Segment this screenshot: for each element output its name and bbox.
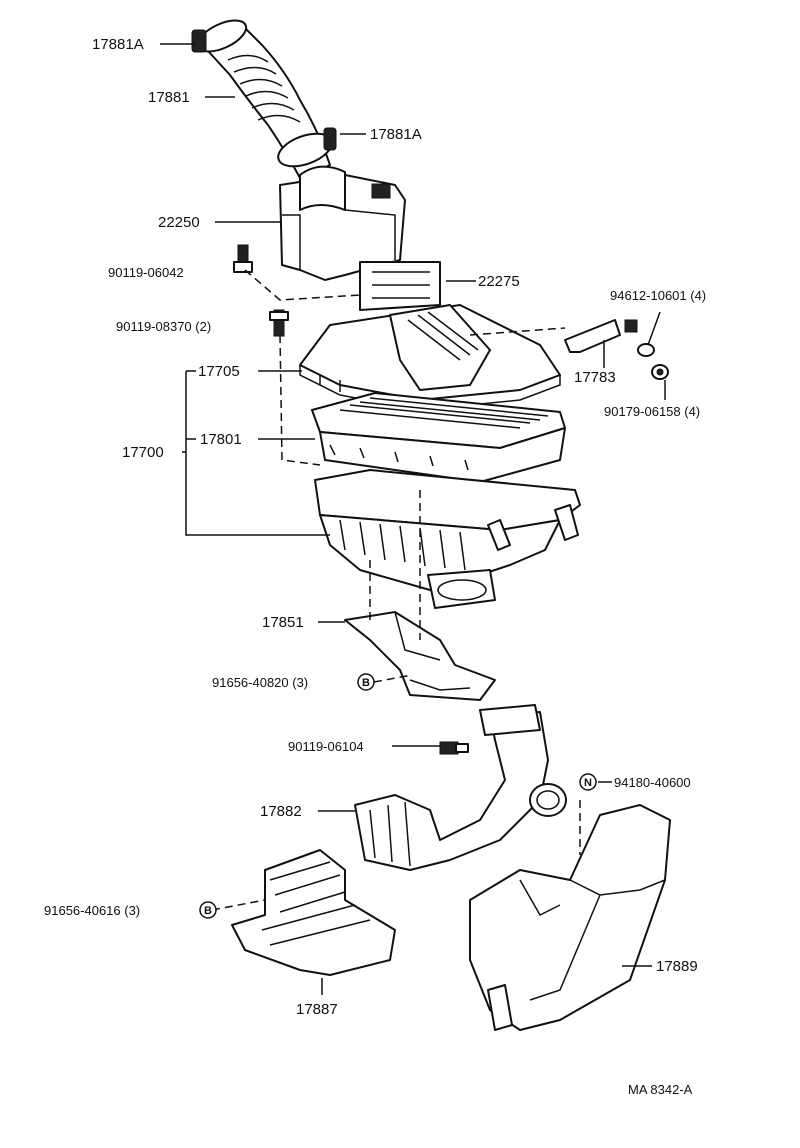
label-22250: 22250 <box>158 214 200 231</box>
washer-94612-10601 <box>637 343 655 357</box>
hose-clamp-top <box>191 29 207 53</box>
label-17881: 17881 <box>148 89 190 106</box>
hose-clamp-right <box>323 127 337 151</box>
svg-text:B: B <box>204 905 212 917</box>
label-91656-40820: 91656-40820 (3) <box>212 675 308 690</box>
hidden-lines <box>211 269 581 911</box>
intake-hose-17881 <box>196 19 333 179</box>
label-22275: 22275 <box>478 273 520 290</box>
label-17881a-right: 17881A <box>370 126 422 143</box>
label-90119-06104: 90119-06104 <box>288 739 364 754</box>
label-17887: 17887 <box>296 1001 338 1018</box>
marker-b-upper: B <box>357 673 375 691</box>
diagram-id: MA 8342-A <box>628 1082 693 1097</box>
label-17881a-top: 17881A <box>92 36 144 53</box>
marker-b-lower: B <box>199 901 217 919</box>
label-90179-06158: 90179-06158 (4) <box>604 404 700 419</box>
filter-element-17801 <box>311 392 566 483</box>
shield-17887 <box>231 849 396 976</box>
air-flow-meter-22250 <box>279 165 441 311</box>
label-90119-08370: 90119-08370 (2) <box>116 319 211 334</box>
label-17889: 17889 <box>656 958 698 975</box>
air-cleaner-case-lower <box>314 469 581 609</box>
label-17851: 17851 <box>262 614 304 631</box>
leader-lines <box>160 43 666 995</box>
label-17801: 17801 <box>200 431 242 448</box>
label-17882: 17882 <box>260 803 302 820</box>
bolt-90119-06042 <box>233 244 253 273</box>
bracket-17783 <box>564 319 638 353</box>
label-90119-06042: 90119-06042 <box>108 265 184 280</box>
duct-17851 <box>344 611 496 701</box>
marker-n: N <box>579 773 597 791</box>
label-17705: 17705 <box>198 363 240 380</box>
label-91656-40616: 91656-40616 (3) <box>44 903 140 918</box>
nut-90179-06158 <box>651 364 669 380</box>
air-cleaner-cap-17705 <box>299 304 561 411</box>
intake-air-duct-17882 <box>354 704 567 871</box>
resonator-17889 <box>469 804 671 1031</box>
label-94180-40600: 94180-40600 <box>614 775 691 790</box>
svg-text:B: B <box>362 677 370 689</box>
svg-text:N: N <box>584 777 592 789</box>
label-17783: 17783 <box>574 369 616 386</box>
label-17700: 17700 <box>122 444 164 461</box>
label-94612-10601: 94612-10601 (4) <box>610 288 706 303</box>
bolt-90119-06104 <box>439 741 469 755</box>
bolt-90119-08370 <box>269 309 289 337</box>
